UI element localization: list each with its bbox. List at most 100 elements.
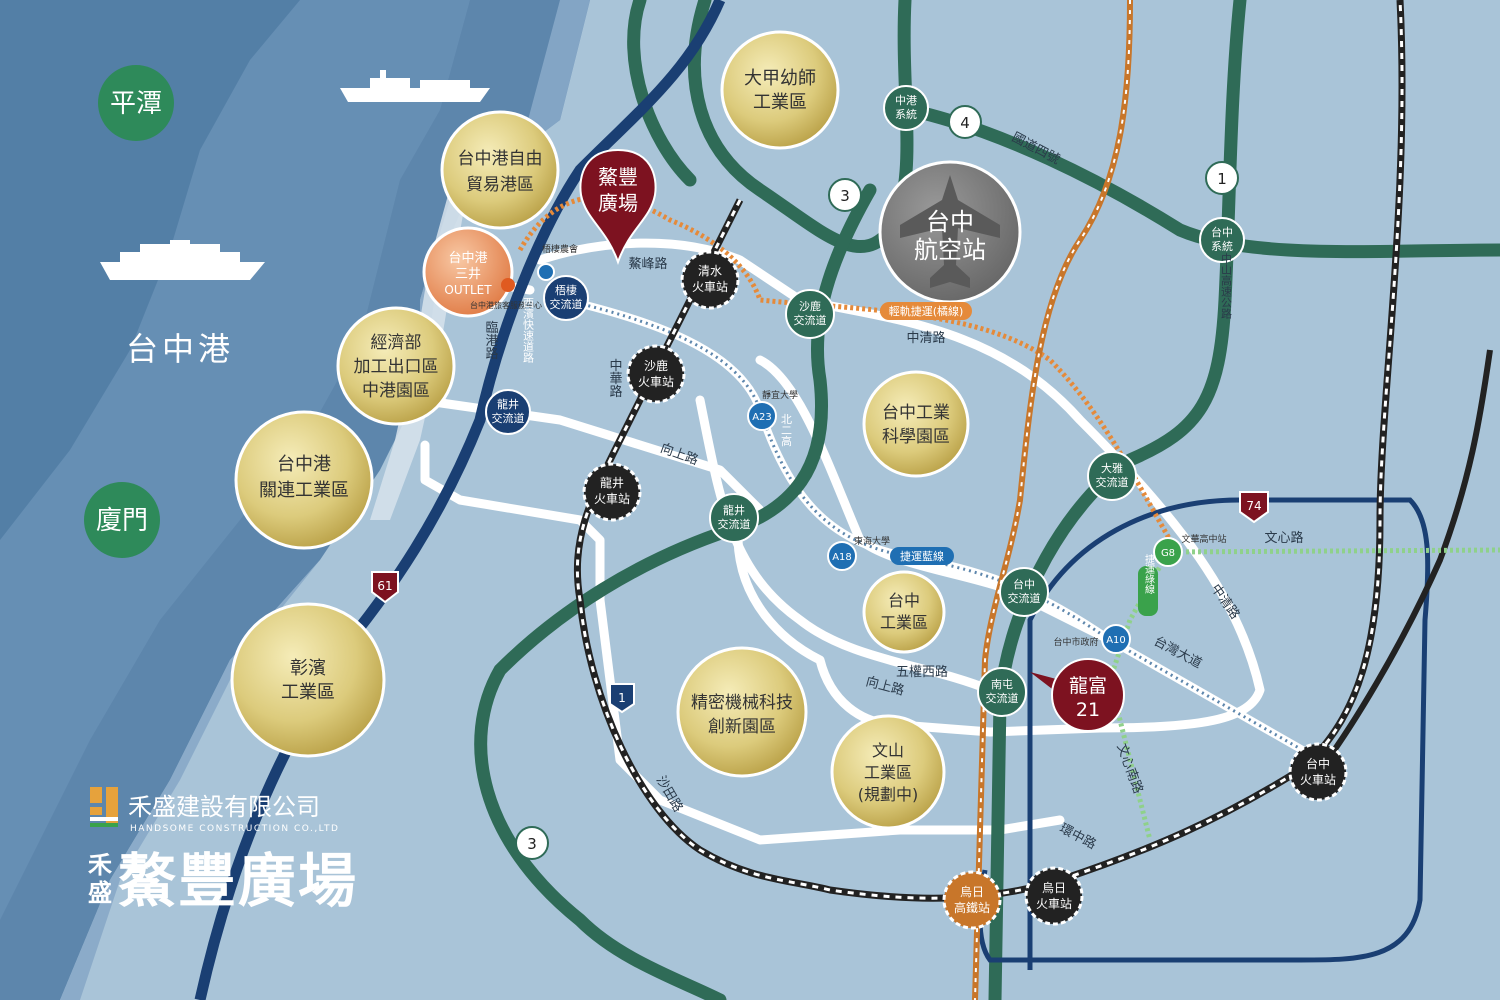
airport-line1: 台中 bbox=[926, 208, 974, 236]
tunghai-label: 東海大學 bbox=[854, 535, 890, 547]
shield-n1-label: 1 bbox=[1217, 170, 1227, 188]
road-lingang: 臨港路 bbox=[483, 321, 499, 360]
brand-mark-top: 禾 bbox=[88, 851, 112, 879]
zone-port-industry-line1: 台中港 bbox=[277, 454, 331, 475]
zone-wenshan-line1: 文山 bbox=[872, 741, 904, 760]
shield-n3b-icon: 3 bbox=[515, 826, 549, 860]
station-qingshui-line1: 清水 bbox=[698, 264, 722, 278]
shield-n3a-icon: 3 bbox=[828, 178, 862, 212]
mrt-g8-label: G8 bbox=[1161, 548, 1175, 559]
mrt-a18: A18 bbox=[827, 541, 857, 571]
zone-dajia-line1: 大甲幼師 bbox=[744, 68, 816, 89]
ic-zhonggang-line1: 中港 bbox=[895, 94, 917, 107]
ic-longjing2-line1: 龍井 bbox=[723, 503, 745, 517]
zone-ftz: 台中港自由 貿易港區 bbox=[440, 110, 560, 230]
mrt-blue-label: 捷運藍線 bbox=[890, 547, 954, 565]
hsr bbox=[972, 0, 1133, 1000]
visitor-center-dot bbox=[501, 278, 515, 292]
ic-zhonggang-sys: 中港 系統 bbox=[883, 85, 929, 131]
shield-n4-label: 4 bbox=[960, 114, 970, 132]
brand-company: 禾盛建設有限公司 bbox=[128, 793, 320, 821]
shield-n1-icon: 1 bbox=[1205, 161, 1239, 195]
shield-r1-label: 1 bbox=[618, 691, 626, 705]
station-wuri-hsr-line1: 烏日 bbox=[960, 885, 984, 899]
ic-zhonggang-line2: 系統 bbox=[895, 107, 917, 121]
station-qingshui-line2: 火車站 bbox=[692, 280, 728, 294]
brand-mark-bottom: 盛 bbox=[88, 879, 112, 907]
airplane-icon bbox=[900, 175, 1000, 288]
road-zhonghua: 中華路 bbox=[607, 359, 623, 398]
zone-epz-line3: 中港園區 bbox=[362, 381, 430, 401]
longfu-line2: 21 bbox=[1076, 699, 1100, 721]
ic-shalu-line1: 沙鹿 bbox=[799, 299, 821, 313]
brand-project: 鰲豐廣場 bbox=[118, 847, 358, 915]
zone-changbin-line1: 彰濱 bbox=[290, 658, 326, 679]
aofeng-marker[interactable]: 鰲豐 廣場 bbox=[579, 148, 657, 266]
brand-company-en: HANDSOME CONSTRUCTION CO.,LTD bbox=[130, 824, 339, 834]
road-zhongqing: 中清路 bbox=[906, 330, 945, 346]
lrt-label: 輕軌捷運(橘線) bbox=[880, 302, 972, 320]
station-shalu-line1: 沙鹿 bbox=[644, 358, 668, 373]
lrt-label-text: 輕軌捷運(橘線) bbox=[889, 304, 964, 318]
city-pingtan: 平潭 bbox=[98, 65, 174, 141]
aofeng-line1: 鰲豐 bbox=[598, 165, 638, 189]
zone-dajia: 大甲幼師 工業區 bbox=[720, 30, 840, 150]
brand-logo-icon bbox=[90, 787, 118, 827]
zone-ctsp: 台中工業 科學園區 bbox=[862, 370, 970, 478]
ic-daya: 大雅 交流道 bbox=[1087, 451, 1137, 501]
cruise-ship-icon bbox=[100, 240, 265, 280]
zone-changbin: 彰濱 工業區 bbox=[230, 602, 386, 758]
mrt-a23-label: A23 bbox=[752, 412, 772, 423]
zone-outlet-line1: 台中港 bbox=[448, 251, 487, 266]
station-longjing: 龍井 火車站 bbox=[582, 462, 642, 522]
mrt-blue-label-text: 捷運藍線 bbox=[900, 549, 944, 563]
wenhua-high-label: 文華高中站 bbox=[1181, 533, 1226, 545]
shield-p61-icon: 61 bbox=[371, 571, 399, 604]
road-aofeng: 鰲峰路 bbox=[628, 256, 667, 272]
ic-shalu-line2: 交流道 bbox=[794, 313, 827, 327]
road-west-coast: 西濱快速道路 bbox=[522, 297, 535, 364]
shield-n4-icon: 4 bbox=[948, 105, 982, 139]
station-shalu-line2: 火車站 bbox=[638, 375, 674, 389]
airport-line2: 航空站 bbox=[914, 236, 986, 264]
zone-ftz-line2: 貿易港區 bbox=[466, 175, 534, 195]
mrt-wuqi-farmers-dot bbox=[537, 263, 555, 281]
shield-n3b-label: 3 bbox=[527, 835, 537, 853]
ic-shalu: 沙鹿 交流道 bbox=[785, 289, 835, 339]
visitor-center-label: 台中港旅客服務中心 bbox=[470, 300, 542, 310]
taichung-port-label: 台中港 bbox=[126, 330, 234, 368]
city-xiamen: 廈門 bbox=[84, 482, 160, 558]
pingtan-label: 平潭 bbox=[110, 89, 162, 119]
station-wuri-hsr-line2: 高鐵站 bbox=[954, 900, 990, 915]
zone-ftz-line1: 台中港自由 bbox=[458, 149, 543, 169]
shield-r1-icon: 1 bbox=[609, 683, 635, 714]
ic-longjing2: 龍井 交流道 bbox=[709, 493, 759, 543]
station-shalu: 沙鹿 火車站 bbox=[626, 344, 686, 404]
zone-taichung-industry: 台中 工業區 bbox=[862, 570, 946, 654]
longfu-marker[interactable]: 龍富 21 bbox=[1030, 658, 1125, 732]
mrt-green-line bbox=[1167, 547, 1500, 555]
zone-dajia-line2: 工業區 bbox=[753, 92, 807, 113]
zone-changbin-line2: 工業區 bbox=[281, 682, 335, 703]
zone-outlet-line3: OUTLET bbox=[444, 283, 492, 297]
road-wenxin: 文心路 bbox=[1264, 530, 1303, 546]
mrt-a10-label: A10 bbox=[1106, 635, 1126, 646]
zone-epz-line1: 經濟部 bbox=[371, 333, 422, 353]
station-longjing-line2: 火車站 bbox=[594, 492, 630, 506]
station-qingshui: 清水 火車站 bbox=[680, 250, 740, 310]
zone-precision-line2: 創新園區 bbox=[708, 717, 776, 737]
station-taichung-line2: 火車站 bbox=[1300, 773, 1336, 787]
ic-taichung: 台中 交流道 bbox=[999, 567, 1049, 617]
station-longjing-line1: 龍井 bbox=[600, 475, 624, 490]
ic-longjing: 龍井 交流道 bbox=[485, 389, 531, 435]
mrt-g8: G8 bbox=[1153, 537, 1183, 567]
ic-nantun-line1: 南屯 bbox=[991, 678, 1013, 691]
road-zhongshan-hwy: 中山高速公路 bbox=[1220, 253, 1233, 320]
zone-wenshan-line3: (規劃中) bbox=[858, 785, 919, 804]
zone-epz-line2: 加工出口區 bbox=[354, 357, 439, 377]
ic-taichung-line2: 交流道 bbox=[1008, 591, 1041, 605]
ic-taichung-sys-line1: 台中 bbox=[1211, 225, 1233, 239]
aofeng-line2: 廣場 bbox=[598, 191, 638, 215]
zone-port-industry-line2: 關連工業區 bbox=[259, 480, 349, 501]
